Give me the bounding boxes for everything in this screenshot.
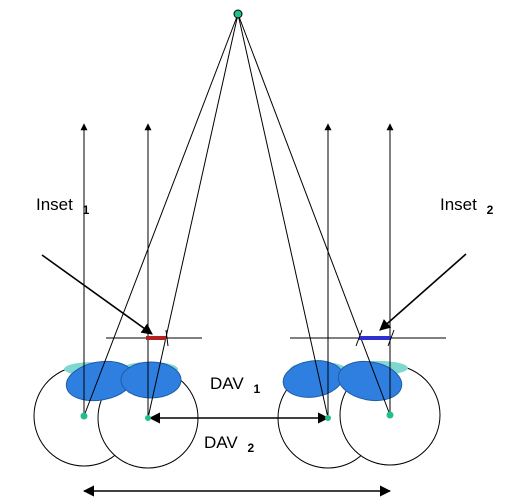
nodal-point-right-outer	[386, 411, 394, 419]
nodal-point-left-outer	[80, 412, 88, 420]
converging-axes	[83, 13, 391, 419]
converge-line-left-inner	[147, 13, 239, 419]
inset-2-label-subscript: 2	[487, 203, 494, 217]
dav1-label: DAV 1	[210, 374, 260, 396]
inset-pointers	[41, 253, 467, 335]
iris-right-outer	[337, 360, 403, 402]
dav2-label-text: DAV	[204, 433, 238, 452]
inset-1-label-text: Inset	[36, 195, 73, 214]
dav2-label: DAV 2	[204, 433, 254, 455]
nodal-point-left-inner	[145, 415, 151, 421]
fixation-point	[233, 9, 243, 19]
inset-2-pointer-arrow	[379, 253, 467, 331]
inset-tick-right-b	[387, 329, 395, 347]
inset-tick-right-a	[355, 329, 363, 347]
inset-2-label-text: Inset	[440, 195, 477, 214]
parallel-axes	[80, 123, 394, 418]
inset-tick-left	[165, 329, 169, 347]
dav2-label-subscript: 2	[247, 441, 254, 455]
inset-2-label: Inset 2	[440, 195, 494, 217]
converge-line-left-outer	[83, 13, 239, 417]
dav1-label-subscript: 1	[253, 382, 260, 396]
iris-left-inner	[120, 361, 182, 399]
dav1-label-text: DAV	[210, 374, 244, 393]
nodal-points	[80, 411, 394, 421]
inset-ticks	[165, 329, 395, 347]
inset-1-pointer-arrow	[41, 254, 153, 335]
converge-line-right-outer	[237, 13, 391, 416]
converge-line-right-inner	[237, 13, 329, 419]
inset-1-label-subscript: 1	[83, 203, 90, 217]
inset-1-label: Inset 1	[36, 195, 90, 217]
nodal-point-right-inner	[325, 415, 331, 421]
